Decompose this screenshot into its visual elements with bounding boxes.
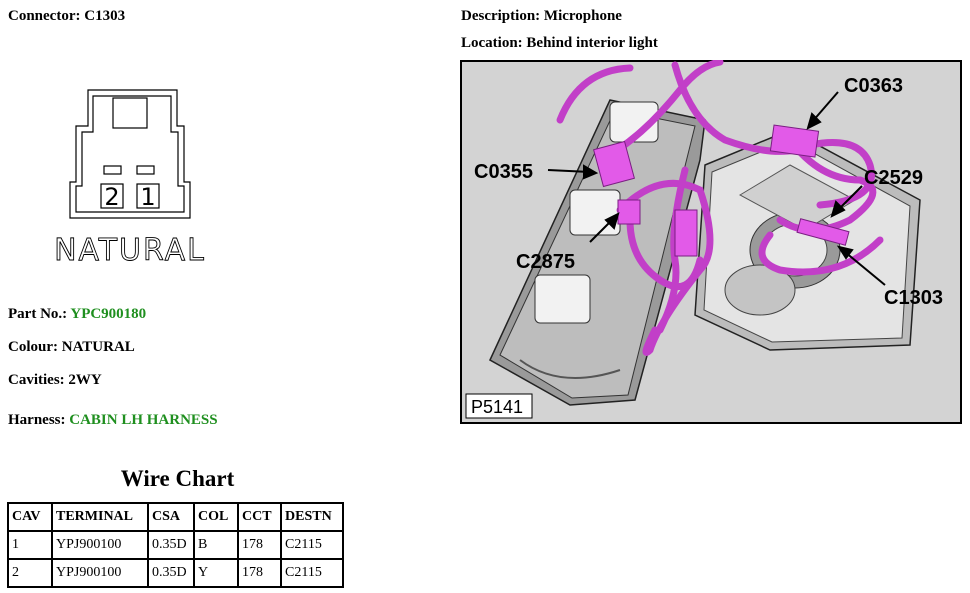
console-housing	[489, 99, 706, 406]
table-row: 1 YPJ900100 0.35D B 178 C2115	[7, 530, 344, 560]
cavities-value: 2WY	[68, 372, 102, 388]
cell-csa: 0.35D	[147, 558, 195, 588]
drawing-colour-text: NATURAL	[54, 233, 206, 268]
connector-label: Connector: C1303	[8, 8, 126, 24]
part-no-label: Part No.: YPC900180	[8, 306, 147, 322]
connector-id: C1303	[84, 8, 126, 24]
part-no-link[interactable]: YPC900180	[70, 306, 147, 322]
figure-id: P5141	[471, 397, 523, 417]
cell-cav: 2	[7, 558, 53, 588]
cell-terminal: YPJ900100	[51, 530, 149, 560]
callout-c0355: C0355	[474, 161, 533, 183]
callout-arrows	[547, 91, 886, 286]
pin-2-number: 2	[104, 183, 119, 211]
callout-c1303: C1303	[884, 287, 943, 309]
location-illustration: C0363 C0355 C2529 C2875 C1303 P5141	[460, 60, 962, 424]
col-header-col: COL	[193, 502, 239, 532]
connector-face-drawing: 2 1 NATURAL	[54, 89, 206, 268]
col-header-destn: DESTN	[280, 502, 344, 532]
description-label: Description: Microphone	[461, 8, 622, 24]
cell-cct: 178	[237, 558, 282, 588]
cell-destn: C2115	[280, 558, 344, 588]
colour-value: NATURAL	[61, 339, 135, 355]
callout-c2875: C2875	[516, 251, 575, 273]
location-label: Location: Behind interior light	[461, 35, 658, 51]
description-value: Microphone	[543, 8, 622, 24]
cell-cav: 1	[7, 530, 53, 560]
cell-col: B	[193, 530, 239, 560]
location-value: Behind interior light	[526, 35, 658, 51]
cell-terminal: YPJ900100	[51, 558, 149, 588]
callout-c2529: C2529	[864, 167, 923, 189]
callout-c0363: C0363	[844, 75, 903, 97]
harness-label: Harness: CABIN LH HARNESS	[8, 412, 218, 428]
colour-label: Colour: NATURAL	[8, 339, 135, 355]
col-header-cav: CAV	[7, 502, 53, 532]
cavities-label: Cavities: 2WY	[8, 372, 102, 388]
cell-csa: 0.35D	[147, 530, 195, 560]
wire-chart-title: Wire Chart	[120, 466, 235, 491]
col-header-terminal: TERMINAL	[51, 502, 149, 532]
cell-destn: C2115	[280, 530, 344, 560]
col-header-cct: CCT	[237, 502, 282, 532]
col-header-csa: CSA	[147, 502, 195, 532]
wire-chart-table: CAV TERMINAL CSA COL CCT DESTN 1 YPJ9001…	[7, 502, 344, 588]
table-row: 2 YPJ900100 0.35D Y 178 C2115	[7, 558, 344, 588]
wire-chart-header-row: CAV TERMINAL CSA COL CCT DESTN	[7, 502, 344, 532]
connector-bodies	[593, 124, 850, 257]
harness-link[interactable]: CABIN LH HARNESS	[69, 412, 218, 428]
cell-col: Y	[193, 558, 239, 588]
cell-cct: 178	[237, 530, 282, 560]
pin-1-number: 1	[140, 183, 155, 211]
